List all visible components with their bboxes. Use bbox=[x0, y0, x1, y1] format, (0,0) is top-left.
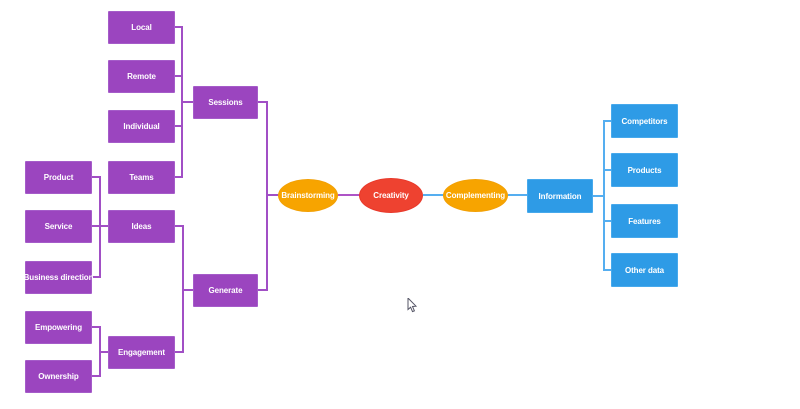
node-competitors[interactable]: Competitors bbox=[611, 104, 678, 138]
node-business-direction[interactable]: Business direction bbox=[24, 261, 93, 294]
node-other-data[interactable]: Other data bbox=[611, 253, 678, 287]
node-service[interactable]: Service bbox=[25, 210, 92, 243]
connector-line bbox=[266, 101, 268, 291]
connector-line bbox=[175, 351, 184, 353]
connector-line bbox=[258, 289, 268, 291]
node-sessions[interactable]: Sessions bbox=[193, 86, 258, 119]
connector-line bbox=[508, 194, 528, 196]
connector-line bbox=[92, 375, 101, 377]
connector-line bbox=[593, 195, 605, 197]
connector-line bbox=[99, 176, 101, 278]
connector-line bbox=[183, 289, 194, 291]
connector-line bbox=[423, 194, 444, 196]
connector-line bbox=[604, 269, 612, 271]
connector-line bbox=[100, 351, 109, 353]
node-products[interactable]: Products bbox=[611, 153, 678, 187]
node-engagement[interactable]: Engagement bbox=[108, 336, 175, 369]
connector-line bbox=[92, 326, 101, 328]
node-complementing[interactable]: Complementing bbox=[443, 179, 508, 212]
connector-line bbox=[258, 101, 268, 103]
connector-line bbox=[604, 169, 612, 171]
connector-line bbox=[338, 194, 360, 196]
connector-line bbox=[175, 26, 183, 28]
connector-line bbox=[603, 120, 605, 271]
connector-line bbox=[100, 225, 109, 227]
connector-line bbox=[92, 276, 101, 278]
connector-line bbox=[92, 176, 101, 178]
node-local[interactable]: Local bbox=[108, 11, 175, 44]
connector-line bbox=[175, 225, 184, 227]
node-teams[interactable]: Teams bbox=[108, 161, 175, 194]
node-creativity[interactable]: Creativity bbox=[359, 178, 423, 213]
node-information[interactable]: Information bbox=[527, 179, 593, 213]
node-product[interactable]: Product bbox=[25, 161, 92, 194]
node-individual[interactable]: Individual bbox=[108, 110, 175, 143]
node-remote[interactable]: Remote bbox=[108, 60, 175, 93]
node-ideas[interactable]: Ideas bbox=[108, 210, 175, 243]
connector-line bbox=[175, 125, 183, 127]
connector-line bbox=[182, 101, 194, 103]
node-generate[interactable]: Generate bbox=[193, 274, 258, 307]
connector-line bbox=[267, 194, 279, 196]
connector-line bbox=[92, 225, 101, 227]
node-brainstorming[interactable]: Brainstorming bbox=[278, 179, 338, 212]
connector-line bbox=[175, 75, 183, 77]
connector-line bbox=[175, 176, 183, 178]
node-empowering[interactable]: Empowering bbox=[25, 311, 92, 344]
node-ownership[interactable]: Ownership bbox=[25, 360, 92, 393]
connector-line bbox=[604, 120, 612, 122]
node-features[interactable]: Features bbox=[611, 204, 678, 238]
connector-line bbox=[604, 220, 612, 222]
